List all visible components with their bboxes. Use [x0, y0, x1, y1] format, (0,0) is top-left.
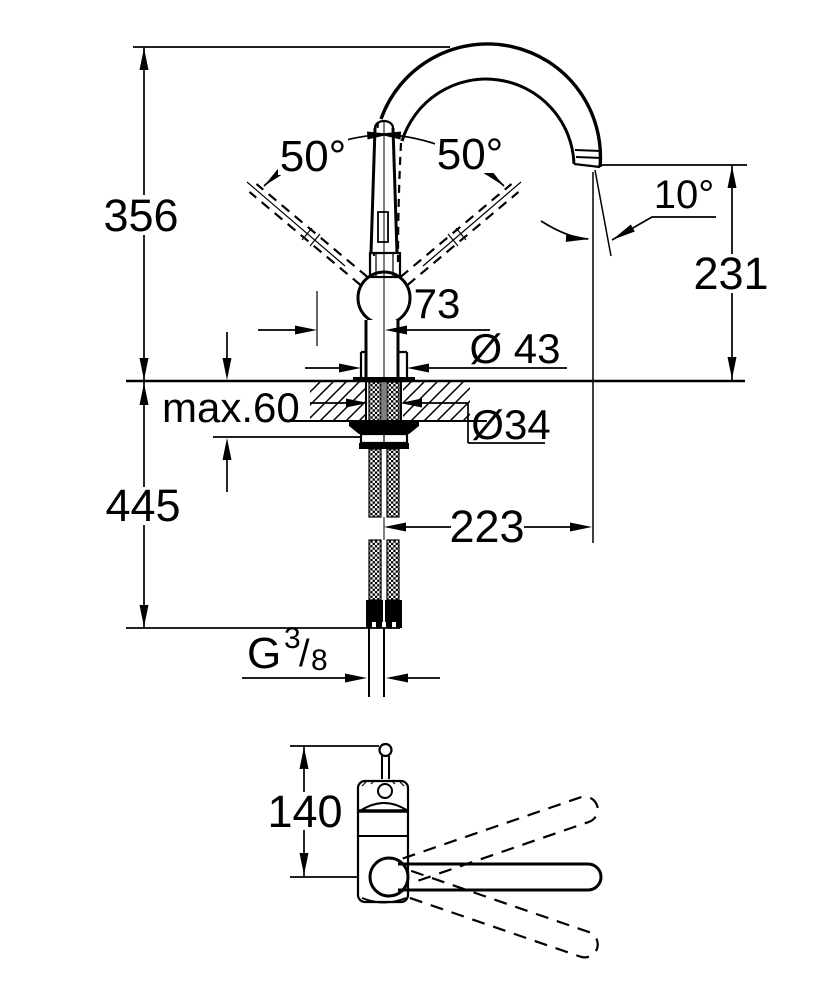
spout	[379, 42, 603, 169]
dim-50-right: 50°	[376, 130, 505, 187]
supply-hoses	[366, 448, 402, 697]
label-thread: G 3 / 8	[247, 622, 328, 678]
spout-outer-arc	[379, 42, 603, 168]
top-view-body	[356, 742, 603, 904]
lever-tip-stem	[381, 756, 390, 779]
dim-50-left: 50°	[263, 131, 392, 187]
body-top-chamfer	[361, 780, 405, 787]
label-hole-diameter: Ø34	[471, 401, 550, 448]
lever-grip-detail	[377, 211, 389, 243]
body-dome-arc	[359, 802, 409, 812]
break-mark-left	[301, 227, 321, 247]
hose-right-upper	[386, 448, 400, 518]
faucet-body	[353, 122, 415, 382]
label-counter-thickness: max.60	[162, 384, 300, 431]
shank-braid-right	[386, 381, 400, 422]
dim-max60: max.60	[162, 332, 361, 492]
spout-outlet-band	[574, 149, 603, 159]
mounting-cone	[349, 426, 419, 434]
lever-edges	[369, 127, 399, 254]
lever-ext-line-left	[246, 181, 346, 267]
hose-left-upper	[368, 448, 382, 518]
top-view: 140	[267, 742, 603, 959]
label-lever-offset: 73	[414, 280, 461, 327]
break-mark-right	[447, 227, 467, 247]
lever-bar	[398, 862, 603, 892]
dim-356: 356	[103, 46, 450, 381]
dim-line	[310, 402, 545, 444]
lever-dashed-right-a	[406, 191, 520, 286]
side-view: 356 445 max.60 231	[103, 42, 770, 697]
label-total-height: 356	[103, 190, 178, 241]
dim-231: 231	[601, 164, 770, 381]
hose-left-lower	[368, 539, 382, 601]
cartridge-pin	[377, 783, 393, 799]
lever-dashed-left-a	[248, 191, 362, 286]
label-swivel-right: 50°	[437, 130, 504, 179]
label-under-counter-height: 445	[105, 480, 180, 531]
dim-73: 73	[258, 280, 490, 346]
lever-tip-ring	[378, 742, 393, 758]
base-plate	[353, 377, 415, 382]
label-thread-slash: /	[299, 633, 310, 675]
label-top-view-height: 140	[267, 786, 342, 837]
dim-dia34: Ø34	[310, 398, 551, 448]
label-thread-denominator: 8	[311, 644, 328, 677]
outlet-tilted-line	[594, 169, 612, 257]
lever-top-cap	[373, 119, 395, 129]
hose-right-lower	[386, 539, 400, 601]
lever-pivot	[368, 856, 410, 898]
angle-arc	[540, 220, 589, 240]
dim-140: 140	[267, 745, 379, 878]
base-flange	[359, 350, 409, 379]
dim-dia43: Ø 43	[305, 325, 567, 373]
body-bottom-arc	[361, 897, 407, 904]
dim-223: 223	[384, 501, 592, 552]
spout-outlet-end	[573, 162, 601, 169]
label-spout-reach: 223	[449, 501, 524, 552]
mounting-plate	[349, 421, 419, 426]
spout-inner-arc	[400, 77, 576, 165]
body-outline	[356, 779, 410, 904]
lever-dashed-up	[402, 795, 599, 885]
mounting-band	[359, 443, 409, 449]
mounting-hardware	[349, 421, 419, 449]
hose-fitting-left	[366, 600, 383, 622]
shank-center-lines	[382, 382, 386, 421]
lever-dashed-down	[402, 869, 599, 959]
hose-fitting-right	[385, 600, 402, 622]
label-outlet-angle: 10°	[654, 173, 715, 217]
lever-alt-positions	[246, 181, 522, 286]
lever-dashed-left-b	[255, 183, 369, 278]
riser-hidden-right	[396, 142, 403, 263]
shank-edges	[365, 382, 402, 421]
shank-braid-left	[368, 381, 382, 422]
lever-collar	[368, 251, 402, 279]
dim-445: 445	[105, 381, 400, 629]
label-thread-g: G	[247, 629, 281, 678]
dim-10deg: 10°	[540, 169, 716, 543]
top-lever-alt-positions	[402, 795, 599, 959]
dim-g38: G 3 / 8	[242, 622, 440, 683]
label-spout-clearance: 231	[693, 248, 768, 299]
label-base-diameter: Ø 43	[469, 325, 560, 372]
thread-stud	[368, 628, 385, 697]
label-swivel-left: 50°	[280, 132, 347, 181]
lever	[368, 119, 402, 279]
lever-dashed-right-b	[399, 183, 513, 278]
label-thread-numerator: 3	[284, 622, 301, 655]
lever-ext-line-right	[422, 181, 522, 267]
